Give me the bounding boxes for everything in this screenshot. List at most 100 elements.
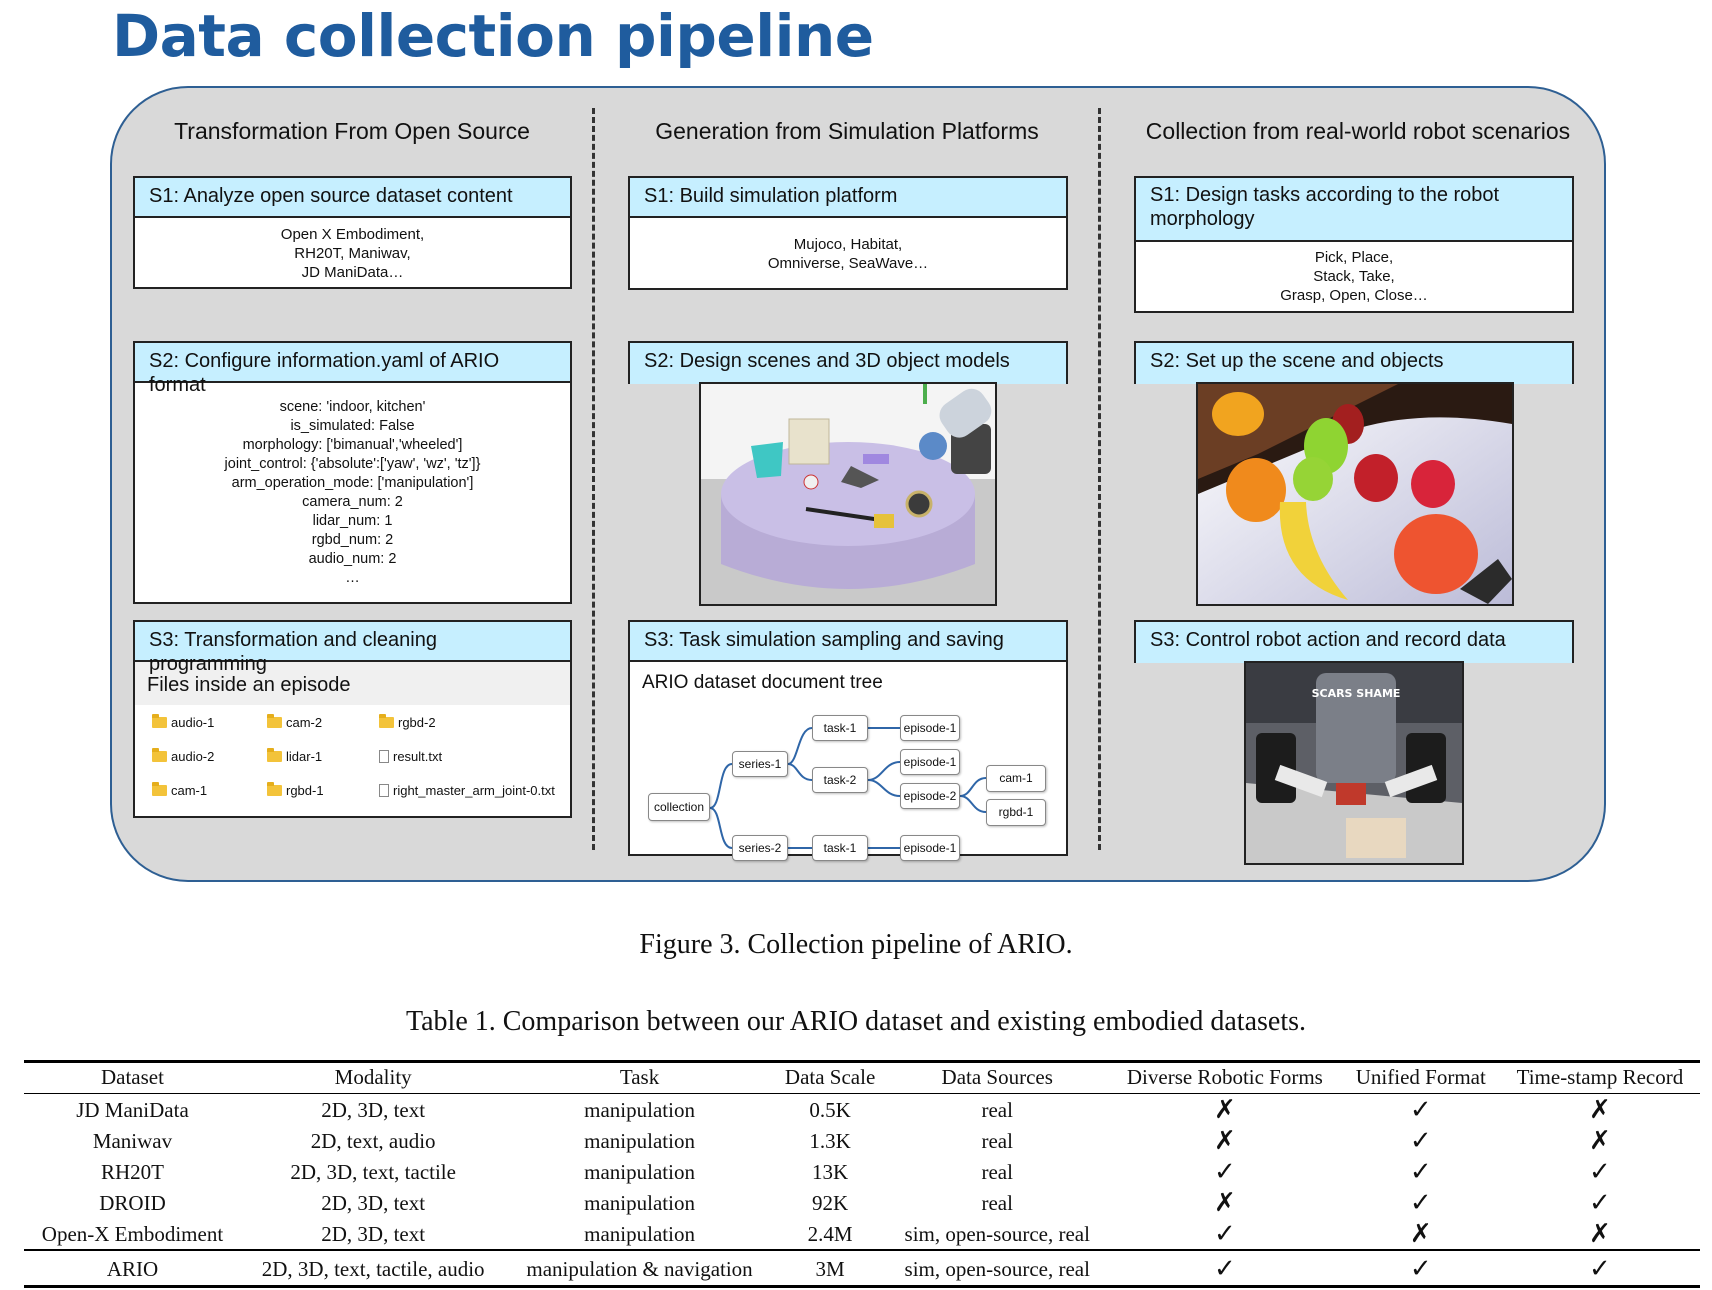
step-label: S3: Transformation and cleaning programm…	[135, 622, 570, 675]
table-cell: ✗	[1213, 1188, 1236, 1218]
table-row: DROID 2D, 3D, text manipulation 92K real…	[24, 1187, 1700, 1218]
files-title: Files inside an episode	[135, 662, 570, 705]
file-item: audio-1	[152, 714, 214, 730]
table-cell: ✓	[1213, 1219, 1236, 1249]
table-cell: manipulation & navigation	[505, 1249, 774, 1288]
table-cell: ✓	[1409, 1095, 1432, 1125]
yaml-line: morphology: ['bimanual','wheeled']	[242, 437, 463, 453]
table-cell: manipulation	[584, 1098, 695, 1122]
file-icon	[379, 750, 389, 763]
step-s2-open-source: S2: Configure information.yaml of ARIO f…	[133, 341, 572, 604]
table-cell: ✓	[1409, 1188, 1432, 1218]
column-heading-real-world: Collection from real-world robot scenari…	[1145, 118, 1571, 144]
tree-node: cam-1	[986, 765, 1046, 792]
figure-caption: Figure 3. Collection pipeline of ARIO.	[639, 929, 1073, 960]
robot-recording-photo: SCARS SHAME	[1244, 661, 1464, 865]
folder-icon	[267, 714, 282, 728]
yaml-line: joint_control: {'absolute':['yaw', 'wz',…	[224, 456, 481, 472]
yaml-line: is_simulated: False	[290, 418, 415, 434]
tree-connectors	[709, 727, 987, 849]
table-cell: 92K	[812, 1191, 849, 1215]
table-cell: DROID	[99, 1191, 166, 1215]
step-text: Omniverse, SeaWave…	[767, 255, 929, 273]
table-cell: ✗	[1213, 1126, 1236, 1156]
step-text: RH20T, Maniwav,	[294, 245, 411, 263]
table-cell: ✓	[1589, 1157, 1611, 1187]
table-cell: ✗	[1213, 1095, 1236, 1125]
step-s3-open-source: S3: Transformation and cleaning programm…	[133, 620, 572, 818]
yaml-line: scene: 'indoor, kitchen'	[279, 399, 426, 415]
table-cell: ✓	[1341, 1249, 1500, 1288]
shirt-text: SCARS SHAME	[1312, 687, 1401, 700]
table-cell: ✗	[1589, 1219, 1611, 1249]
table-cell: ✗	[1589, 1095, 1611, 1125]
tree-node: episode-1	[900, 715, 960, 741]
step-text: Open X Embodiment,	[280, 226, 425, 243]
column-heading-open-source: Transformation From Open Source	[174, 118, 530, 144]
file-item: cam-1	[152, 782, 207, 798]
step-label: S2: Configure information.yaml of ARIO f…	[135, 343, 570, 396]
table-cell: real	[981, 1191, 1013, 1215]
step-label: S2: Design scenes and 3D object models	[630, 343, 1066, 384]
yaml-line: arm_operation_mode: ['manipulation']	[231, 475, 474, 491]
step-label: S1: Build simulation platform	[630, 178, 1066, 218]
table-row-ario: ARIO 2D, 3D, text, tactile, audio manipu…	[24, 1249, 1700, 1288]
table-cell: ✓	[1108, 1249, 1342, 1288]
step-s2-simulation: S2: Design scenes and 3D object models	[628, 341, 1068, 384]
tree-node: task-1	[812, 835, 868, 861]
table-cell: ✓	[1589, 1188, 1611, 1218]
step-body: Open X Embodiment, RH20T, Maniwav, JD Ma…	[135, 218, 570, 283]
table-cell: 1.3K	[809, 1129, 851, 1153]
table-cell: sim, open-source, real	[904, 1222, 1090, 1246]
tree-node: task-1	[812, 715, 868, 741]
table-cell: manipulation	[584, 1222, 695, 1246]
yaml-line: camera_num: 2	[302, 494, 403, 510]
table-cell: 2D, 3D, text, tactile	[290, 1160, 456, 1184]
step-label: S2: Set up the scene and objects	[1136, 343, 1572, 384]
page-title: Data collection pipeline	[112, 2, 874, 70]
table-cell: 2.4M	[807, 1222, 853, 1246]
yaml-line: lidar_num: 1	[312, 513, 393, 529]
fruit-scene-photo	[1196, 382, 1514, 606]
table-row: JD ManiData 2D, 3D, text manipulation 0.…	[24, 1094, 1700, 1126]
table-cell: 13K	[812, 1160, 849, 1184]
file-icon	[379, 784, 389, 797]
column-divider	[1098, 108, 1101, 850]
table-cell: Open-X Embodiment	[41, 1222, 224, 1246]
table-cell: real	[981, 1129, 1013, 1153]
step-s3-simulation: S3: Task simulation sampling and saving …	[628, 620, 1068, 861]
table-cell: manipulation	[584, 1191, 695, 1215]
tree-node: episode-1	[900, 749, 960, 775]
tree-node: episode-2	[900, 783, 960, 809]
file-item: rgbd-1	[267, 782, 324, 798]
step-text: Stack, Take,	[1313, 268, 1395, 286]
table-cell: 2D, 3D, text	[321, 1222, 426, 1246]
column-heading-simulation: Generation from Simulation Platforms	[655, 118, 1039, 144]
tree-node: rgbd-1	[986, 799, 1046, 826]
table-cell: ✗	[1409, 1219, 1432, 1249]
file-item: lidar-1	[267, 748, 322, 764]
table-cell: 3M	[773, 1249, 887, 1288]
table-cell: ✓	[1213, 1157, 1236, 1187]
column-divider	[592, 108, 595, 850]
file-list: audio-1 cam-2 rgbd-2 audio-2 lidar-1 res…	[135, 705, 570, 815]
table-cell: ✗	[1589, 1126, 1611, 1156]
table-cell: RH20T	[100, 1160, 164, 1184]
step-text: Mujoco, Habitat,	[793, 236, 903, 253]
file-item: rgbd-2	[379, 714, 436, 730]
column-header: Task	[505, 1060, 774, 1094]
column-header: Diverse Robotic Forms	[1108, 1060, 1342, 1094]
folder-icon	[152, 748, 167, 762]
table-cell: 2D, text, audio	[310, 1129, 436, 1153]
table-cell: ✓	[1409, 1157, 1432, 1187]
file-item: right_master_arm_joint-0.txt	[379, 783, 555, 798]
column-header: Time-stamp Record	[1499, 1060, 1700, 1094]
step-text: JD ManiData…	[301, 264, 404, 282]
table-cell: sim, open-source, real	[886, 1249, 1109, 1288]
table-row: Maniwav 2D, text, audio manipulation 1.3…	[24, 1125, 1700, 1156]
tree-node: series-1	[732, 751, 788, 777]
table-header-row: Dataset Modality Task Data Scale Data So…	[24, 1060, 1700, 1094]
step-body: Mujoco, Habitat, Omniverse, SeaWave…	[630, 218, 1066, 273]
table-caption: Table 1. Comparison between our ARIO dat…	[405, 1006, 1307, 1037]
yaml-line: rgbd_num: 2	[311, 532, 394, 548]
